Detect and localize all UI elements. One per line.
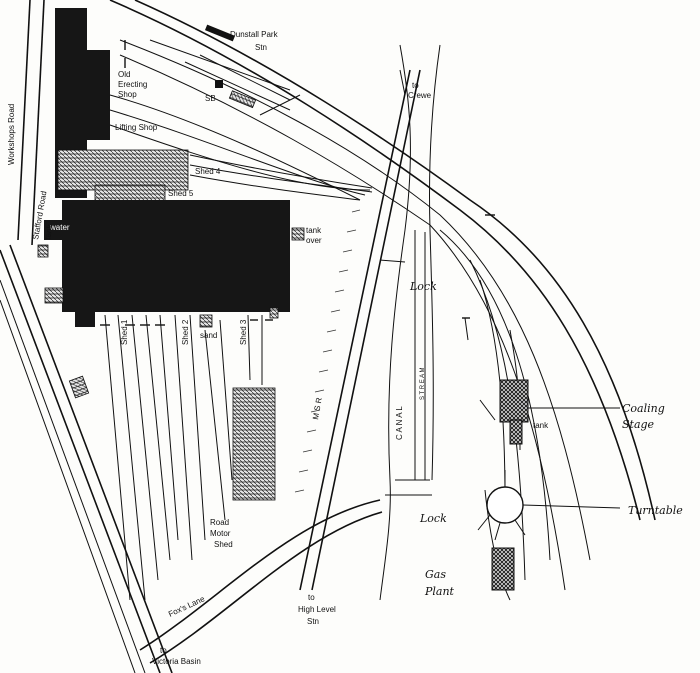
turntable [477,470,621,541]
label-shed1: Shed 1 [120,319,129,345]
shed4-shed5 [57,149,189,204]
right-depot-fan [439,229,551,601]
fox-lane [139,499,383,664]
label-to-victoria-basin-2: Victoria Basin [152,657,201,666]
shed-sidings [104,314,263,601]
label-to-high-level-1: to [308,593,315,602]
label-lock-lower: Lock [419,512,447,525]
label-road-motor-shed-2: Motor [210,529,231,538]
canal [379,44,441,601]
workshops-road [17,0,45,246]
main-shed-block [44,200,290,327]
label-old-erecting-1: Old [118,70,130,79]
msr-line [299,69,421,591]
label-turntable: Turntable [628,504,683,517]
label-to-crewe-2: Crewe [408,91,432,100]
embankment-ticks [294,209,361,493]
label-stream: S T R E A M [420,368,426,400]
label-gas-plant-1: Gas [425,568,446,581]
label-road-motor-shed-3: Shed [214,540,233,549]
label-road-motor-shed-1: Road [210,518,229,527]
label-shed2: Shed 2 [181,319,190,345]
label-gas-plant-2: Plant [424,585,455,598]
label-old-erecting-3: Shop [118,90,137,99]
label-to-high-level-2: High Level [298,605,336,614]
label-tank-coaling: tank [533,421,549,430]
road-motor-shed [232,387,276,501]
label-workshops-road: Workshops Road [7,104,16,165]
small-structures [37,227,305,399]
gas-plant-building [491,547,515,591]
label-sb: SB [205,94,216,103]
label-lock-upper: Lock [409,280,437,293]
label-sand: sand [200,331,217,340]
dunstall-park-station [184,24,291,111]
label-msr: M S R [311,397,324,421]
label-water-tank-1: water [49,223,70,232]
label-to-crewe-1: to [412,81,419,90]
label-coaling-stage-2: Stage [622,418,655,431]
label-old-erecting-2: Erecting [118,80,147,89]
svg-text:Stn: Stn [255,43,267,52]
label-canal: C A N A L [395,406,404,440]
label-tank-over-2: over [306,236,322,245]
main-line-victoria [0,244,173,673]
coaling-stage [499,379,620,445]
main-line-crewe [109,0,656,591]
label-tank-over-1: tank [306,226,322,235]
buffer-stops [100,40,495,326]
shed-approach-fan [109,94,373,201]
label-lifting-shop: Lifting Shop [115,123,158,132]
label-dunstall-park-2: Stn [255,43,267,52]
label-coaling-stage-1: Coaling [622,402,665,415]
label-to-victoria-basin-1: to [160,646,167,655]
label-water-tank-2: tank [43,223,55,240]
label-shed5: Shed 5 [168,189,194,198]
svg-text:Dunstall Park: Dunstall Park [230,30,279,39]
label-dunstall-park-1: Dunstall Park [230,30,279,39]
label-to-high-level-3: Stn [307,617,319,626]
label-shed4: Shed 4 [195,167,221,176]
label-shed3: Shed 3 [239,319,248,345]
